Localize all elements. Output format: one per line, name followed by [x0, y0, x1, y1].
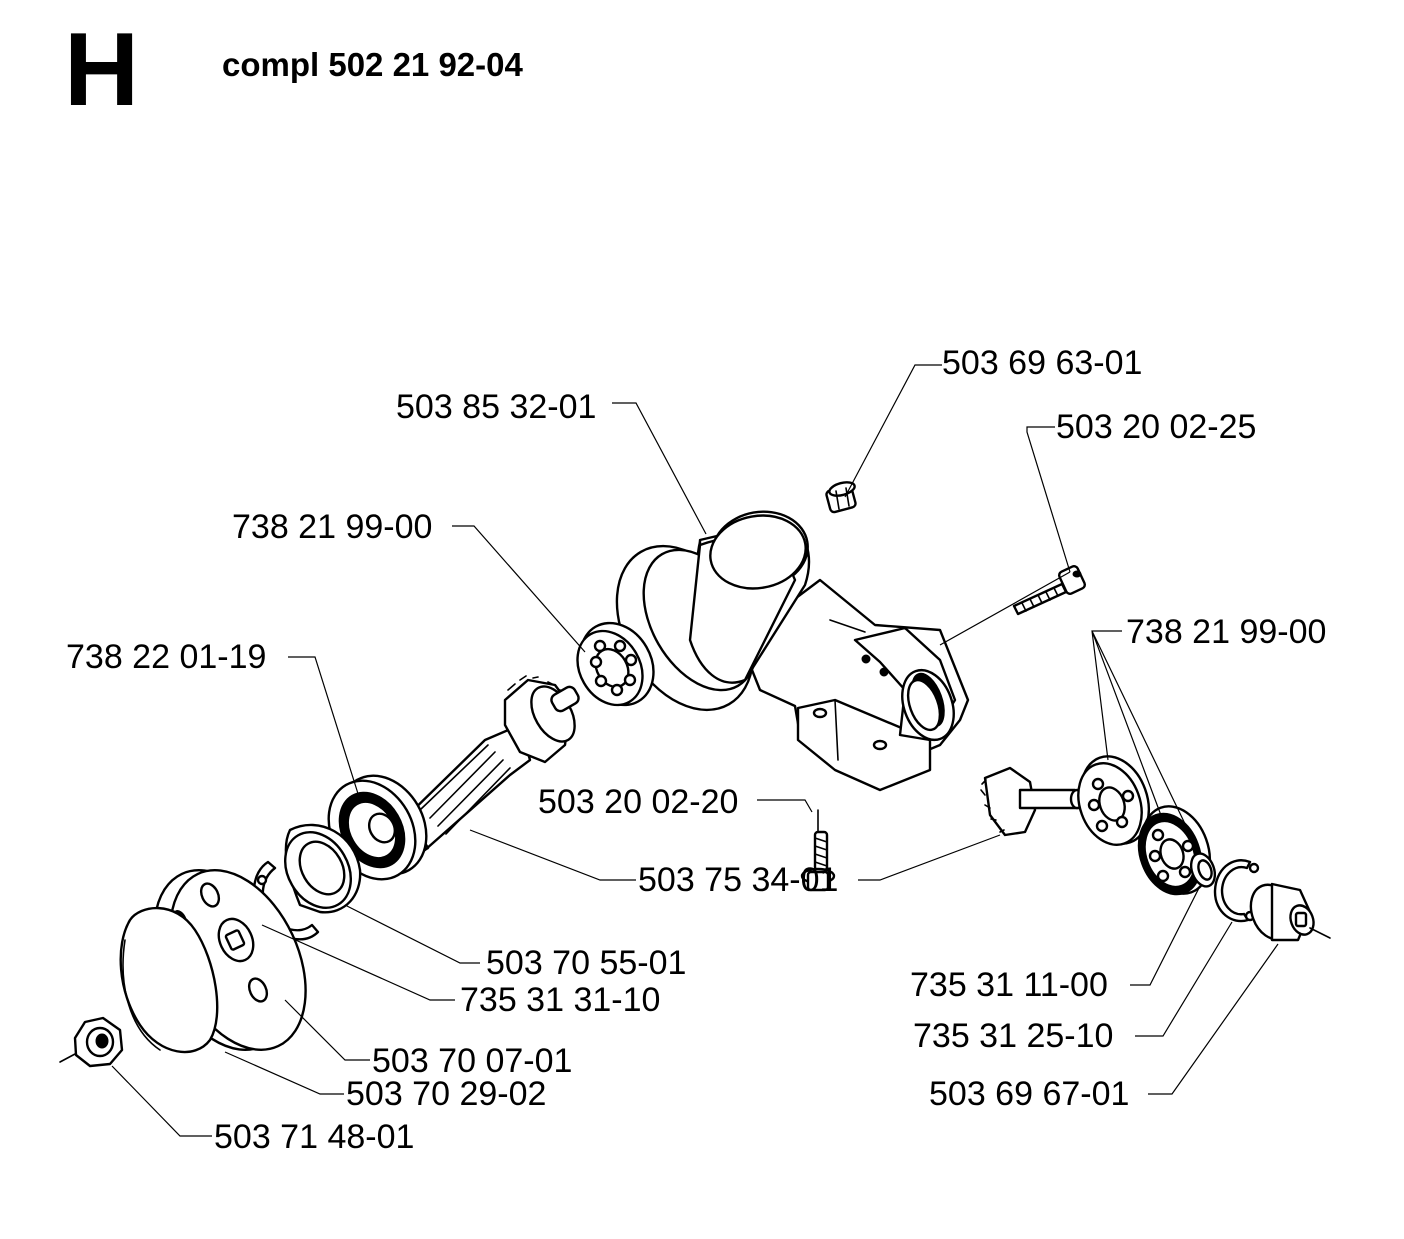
part-number-label[interactable]: 503 69 63-01 — [942, 344, 1143, 382]
part-number-label[interactable]: 738 21 99-00 — [232, 508, 433, 546]
part-number-label[interactable]: 503 71 48-01 — [214, 1118, 415, 1156]
part-number-label[interactable]: 738 22 01-19 — [66, 638, 267, 676]
part-number-label[interactable]: 503 85 32-01 — [396, 388, 597, 426]
retaining-ring-icon — [1213, 859, 1260, 923]
gear-housing-icon — [615, 510, 970, 792]
leader-lines — [111, 364, 1279, 1137]
part-number-label[interactable]: 503 20 02-20 — [538, 783, 739, 821]
part-number-label[interactable]: 735 31 11-00 — [910, 966, 1108, 1004]
part-number-label[interactable]: 503 20 02-25 — [1056, 408, 1257, 446]
section-letter: H — [64, 12, 140, 128]
part-number-label[interactable]: 738 21 99-00 — [1126, 613, 1327, 651]
part-number-label[interactable]: 503 69 67-01 — [929, 1075, 1130, 1113]
small-circlip-icon — [1189, 852, 1217, 888]
shaft-collar-icon — [1249, 882, 1331, 942]
part-number-label[interactable]: 503 75 34-01 — [638, 861, 839, 899]
gear-shaft-icon — [393, 675, 580, 858]
part-number-label[interactable]: 735 31 31-10 — [460, 981, 661, 1019]
support-cup-icon — [119, 906, 219, 1054]
gear-shaft-right-icon — [980, 766, 1085, 837]
ball-bearing-icon — [576, 621, 655, 707]
plug-screw-icon — [825, 481, 857, 514]
assembly-number: compl 502 21 92-04 — [222, 46, 523, 83]
clamp-screw-icon — [1012, 565, 1087, 616]
part-number-label[interactable]: 503 70 29-02 — [346, 1075, 547, 1113]
part-number-label[interactable]: 503 70 07-01 — [372, 1042, 573, 1080]
flange-screw-icon — [800, 809, 836, 892]
part-number-label[interactable]: 735 31 25-10 — [913, 1017, 1114, 1055]
lock-nut-icon — [59, 1016, 124, 1068]
spacer-ring-icon — [284, 823, 362, 914]
part-number-label[interactable]: 503 70 55-01 — [486, 944, 687, 982]
